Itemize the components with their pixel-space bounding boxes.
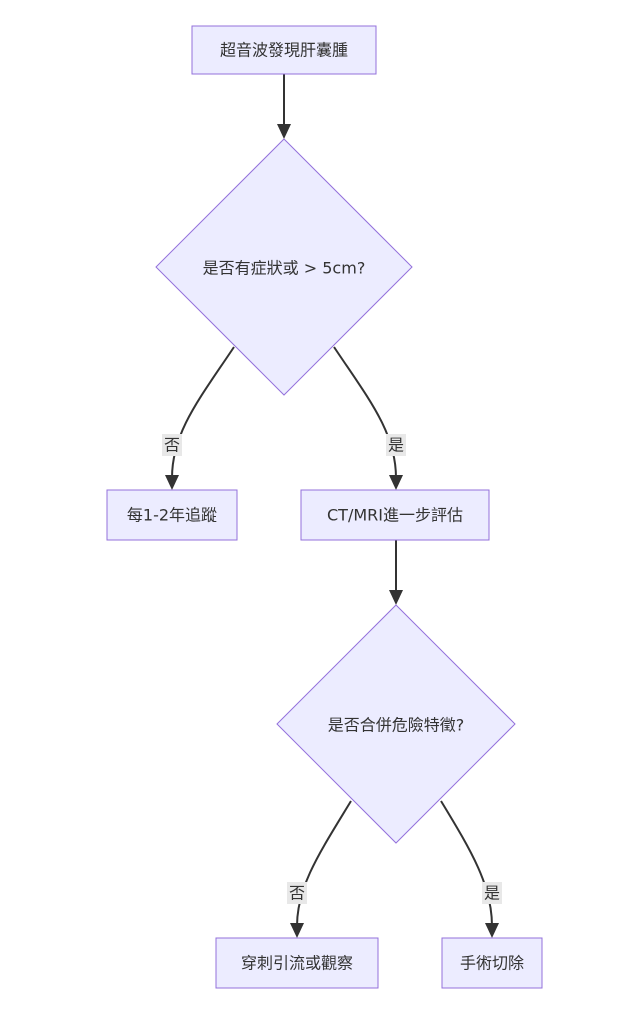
node-start-label: 超音波發現肝囊腫 <box>220 41 348 60</box>
edge-label-no: 否 <box>164 436 180 455</box>
edge-label-no: 否 <box>289 884 305 903</box>
node-start: 超音波發現肝囊腫 <box>191 25 377 75</box>
edge-start-to-decision1 <box>277 74 291 139</box>
edge-evaluate-to-decision2 <box>389 540 403 605</box>
edge-label-yes: 是 <box>388 436 404 455</box>
node-decision2-label: 是否合併危險特徵? <box>328 716 465 735</box>
node-surgery-label: 手術切除 <box>460 954 524 973</box>
node-surgery: 手術切除 <box>441 937 543 989</box>
edge-decision2-yes: 是 <box>440 800 502 938</box>
edge-decision1-yes: 是 <box>333 346 406 490</box>
edge-label-bg <box>287 882 307 904</box>
node-followup: 每1-2年追蹤 <box>106 489 238 541</box>
edge-label-bg <box>386 434 406 456</box>
edge-label-yes: 是 <box>484 884 500 903</box>
node-decision2: 是否合併危險特徵? <box>276 604 516 844</box>
node-drainage-label: 穿刺引流或觀察 <box>241 954 353 973</box>
edge-decision2-no: 否 <box>287 800 352 938</box>
edge-label-bg <box>482 882 502 904</box>
node-drainage: 穿刺引流或觀察 <box>215 937 379 989</box>
edge-decision1-no: 否 <box>162 346 235 490</box>
node-decision1: 是否有症狀或 > 5cm? <box>155 138 413 396</box>
edge-label-bg <box>162 434 182 456</box>
node-evaluate-label: CT/MRI進一步評估 <box>327 506 463 525</box>
node-decision1-label: 是否有症狀或 > 5cm? <box>203 259 366 278</box>
node-evaluate: CT/MRI進一步評估 <box>300 489 490 541</box>
node-followup-label: 每1-2年追蹤 <box>127 506 217 525</box>
